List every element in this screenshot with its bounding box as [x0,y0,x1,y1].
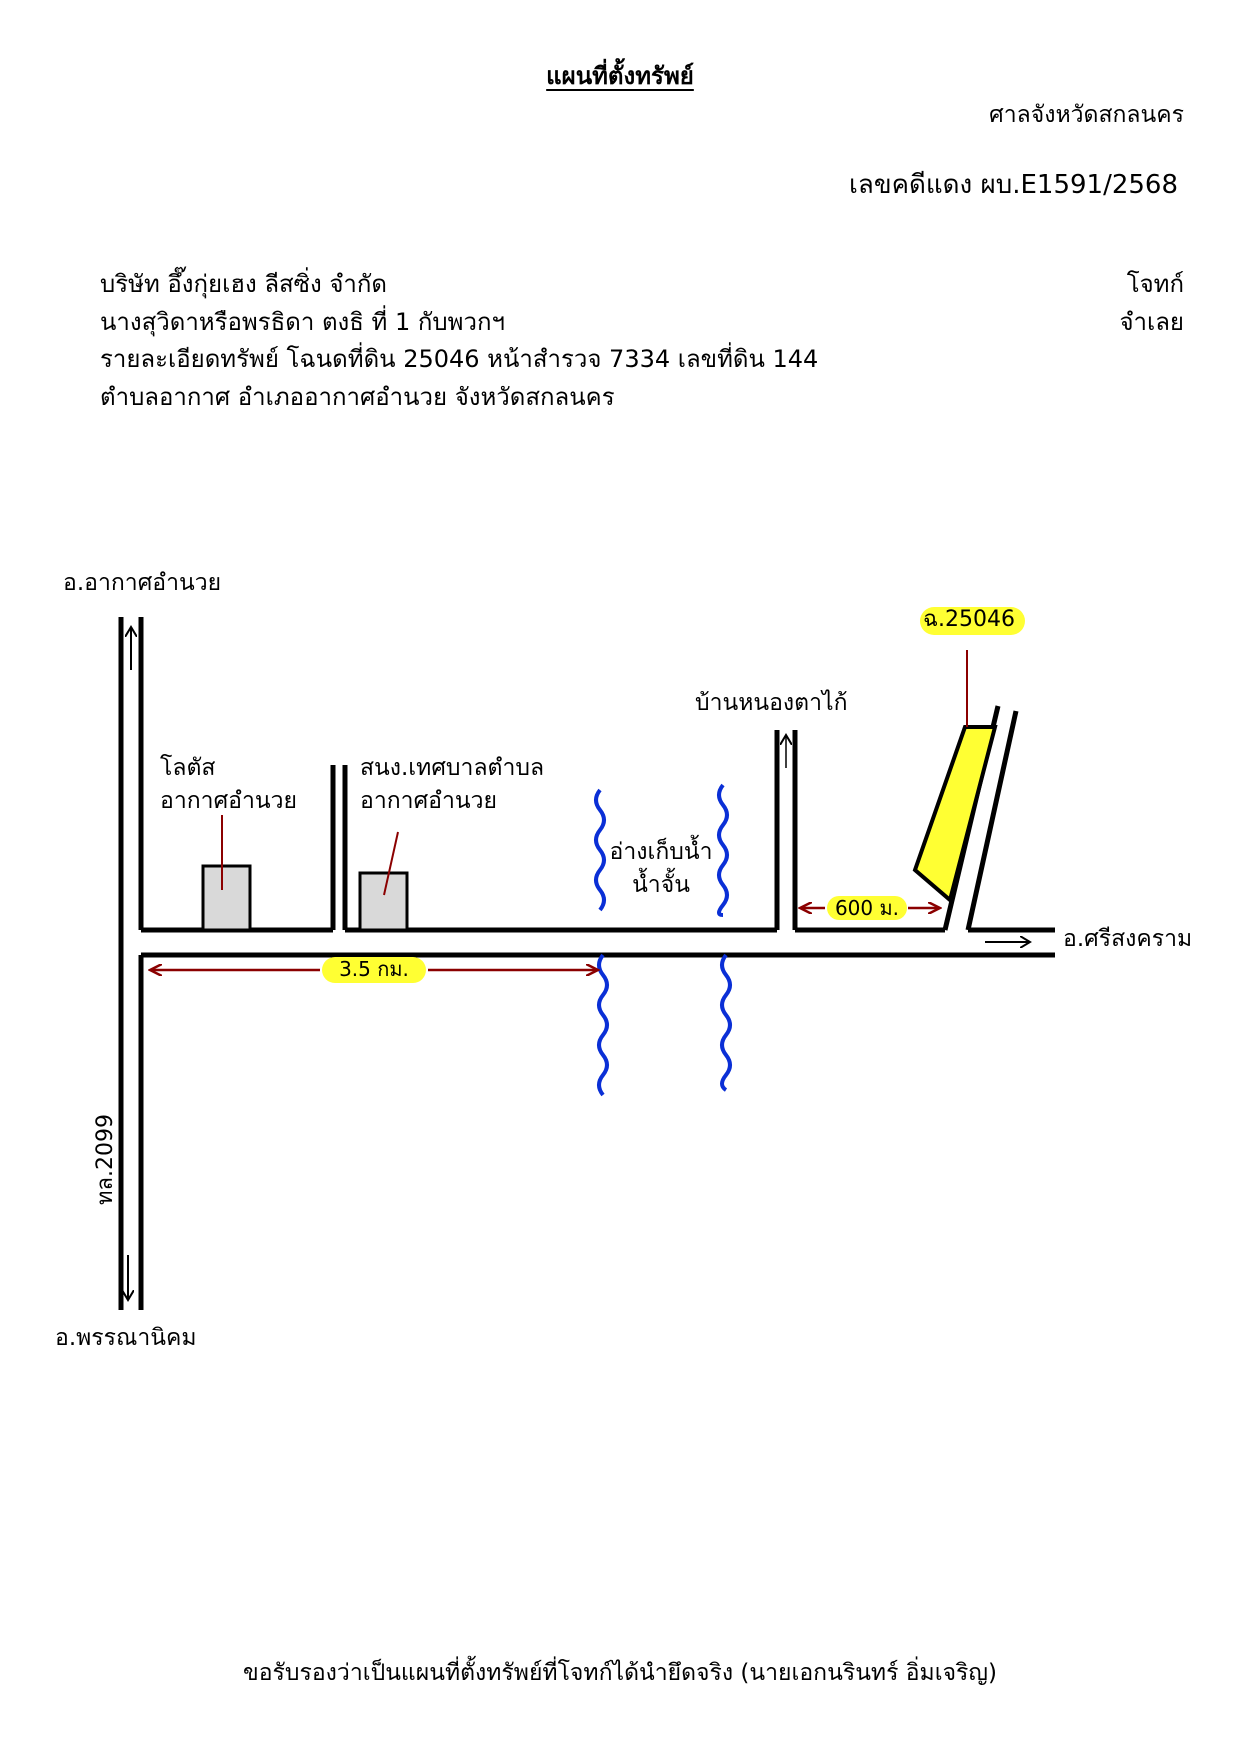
south-destination-label: อ.พรรณานิคม [55,1325,197,1351]
plaintiff-name: บริษัท อึ๊งกุ่ยเฮง ลีสซิ่ง จำกัด [100,270,387,298]
property-location: ตำบลอากาศ อำเภออากาศอำนวย จังหวัดสกลนคร [100,383,615,411]
defendant-role: จำเลย [1119,308,1184,336]
lotus-label: โลตัส อากาศอำนวย [160,755,298,815]
property-detail: รายละเอียดทรัพย์ โฉนดที่ดิน 25046 หน้าสำ… [100,345,819,373]
map-title: แผนที่ตั้งทรัพย์ [546,62,694,90]
deed-label: ฉ.25046 [923,607,1015,632]
case-number: เลขคดีแดง ผบ.E1591/2568 [849,170,1178,200]
east-destination-label: อ.ศรีสงคราม [1063,926,1193,952]
village-label: บ้านหนองตาไก้ [695,690,848,716]
deed-highlight [920,607,1025,635]
distance-3-5km-highlight [322,957,426,983]
distance-branch-label: 600 ม. [834,896,900,920]
municipal-office-label: สนง.เทศบาลตำบล อากาศอำนวย [360,755,545,815]
highway-label: ทล.2099 [93,1114,118,1205]
side-road-west [330,765,348,930]
property-parcel [912,725,998,904]
municipal-office-building [358,871,409,932]
village-road [774,730,798,930]
court-name: ศาลจังหวัดสกลนคร [989,102,1184,128]
main-road [141,927,1055,958]
municipal-leader-line [383,831,399,896]
defendant-name: นางสุวิดาหรือพรธิดา ตงธิ ที่ 1 กับพวกฯ [100,308,505,336]
lotus-building [201,864,252,932]
north-destination-label: อ.อากาศอำนวย [63,570,222,596]
plaintiff-role: โจทก์ [1126,270,1184,298]
distance-600m-highlight [827,896,907,920]
reservoir-label: อ่างเก็บน้ำ น้ำจั้น [609,839,713,899]
reservoir-boundary [594,783,732,1097]
highway-2099-road [118,617,144,1310]
certification-text: ขอรับรองว่าเป็นแผนที่ตั้งทรัพย์ที่โจทก์ไ… [243,1660,997,1686]
distance-main-label: 3.5 กม. [339,957,409,981]
